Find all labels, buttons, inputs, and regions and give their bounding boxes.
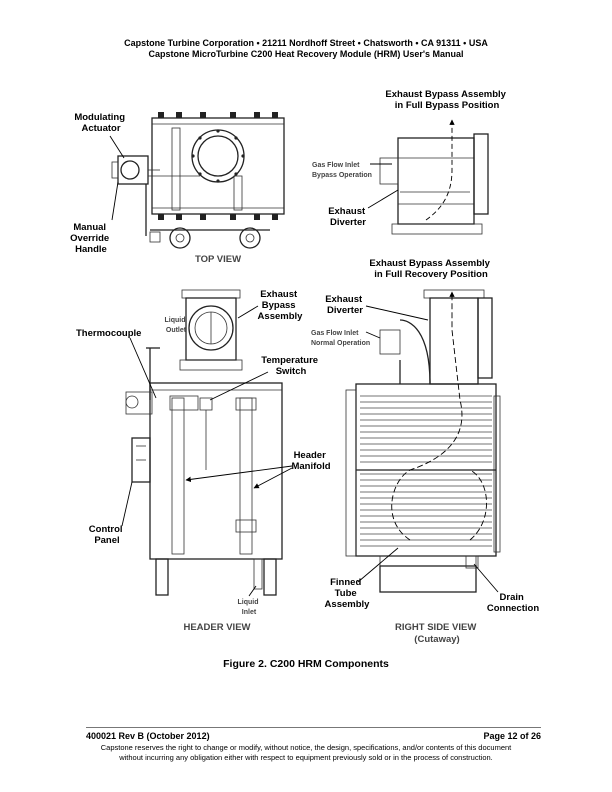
modulating-actuator-label: Modulating Actuator xyxy=(74,112,127,134)
drain-connection-label: Drain Connection xyxy=(487,592,539,614)
liquid-inlet-label: Liquid Inlet xyxy=(238,599,261,616)
exhaust-diverter-label-1: Exhaust Diverter xyxy=(328,206,368,228)
header-manifold-label: Header Manifold xyxy=(291,450,330,472)
footer-doc-id: 400021 Rev B (October 2012) xyxy=(86,731,210,741)
temperature-switch-label: Temperature Switch xyxy=(261,355,320,377)
exhaust-bypass-assembly-label: Exhaust Bypass Assembly xyxy=(258,289,304,322)
header-manual-title: Capstone MicroTurbine C200 Heat Recovery… xyxy=(148,49,464,59)
right-side-view-label: RIGHT SIDE VIEW (Cutaway) xyxy=(395,622,479,645)
header-view-label: HEADER VIEW xyxy=(183,622,250,633)
figure-caption: Figure 2. C200 HRM Components xyxy=(223,658,389,670)
top-view-drawing xyxy=(111,112,285,249)
exhaust-diverter-label-2: Exhaust Diverter xyxy=(325,294,365,316)
header-view-drawing xyxy=(125,289,283,596)
recovery-position-title: Exhaust Bypass Assembly in Full Recovery… xyxy=(369,258,492,280)
hrm-components-figure: TOP VIEW Modulating Actuator Manual Over… xyxy=(70,89,539,645)
thermocouple-label: Thermocouple xyxy=(76,328,141,339)
control-panel-label: Control Panel xyxy=(89,524,125,546)
header-company: Capstone Turbine Corporation • 21211 Nor… xyxy=(124,38,488,48)
footer-page-number: Page 12 of 26 xyxy=(483,731,541,741)
footer-divider xyxy=(86,727,541,728)
bypass-position-title: Exhaust Bypass Assembly in Full Bypass P… xyxy=(385,89,508,111)
manual-override-pointer xyxy=(111,181,119,221)
gas-flow-inlet-bypass-label: Gas Flow Inlet Bypass Operation xyxy=(312,162,372,179)
right-side-view-drawing xyxy=(345,289,501,593)
liquid-outlet-label: Liquid Outlet xyxy=(165,317,188,334)
footer-disclaimer: Capstone reserves the right to change or… xyxy=(100,743,512,762)
thermocouple-pointer xyxy=(129,337,157,399)
bypass-position-drawing xyxy=(379,119,489,235)
manual-override-handle-label: Manual Override Handle xyxy=(70,222,112,255)
modulating-actuator-pointer xyxy=(109,135,125,159)
finned-tube-assembly-label: Finned Tube Assembly xyxy=(325,577,371,610)
gas-flow-inlet-normal-label: Gas Flow Inlet Normal Operation xyxy=(311,330,370,347)
top-view-label: TOP VIEW xyxy=(195,254,241,265)
